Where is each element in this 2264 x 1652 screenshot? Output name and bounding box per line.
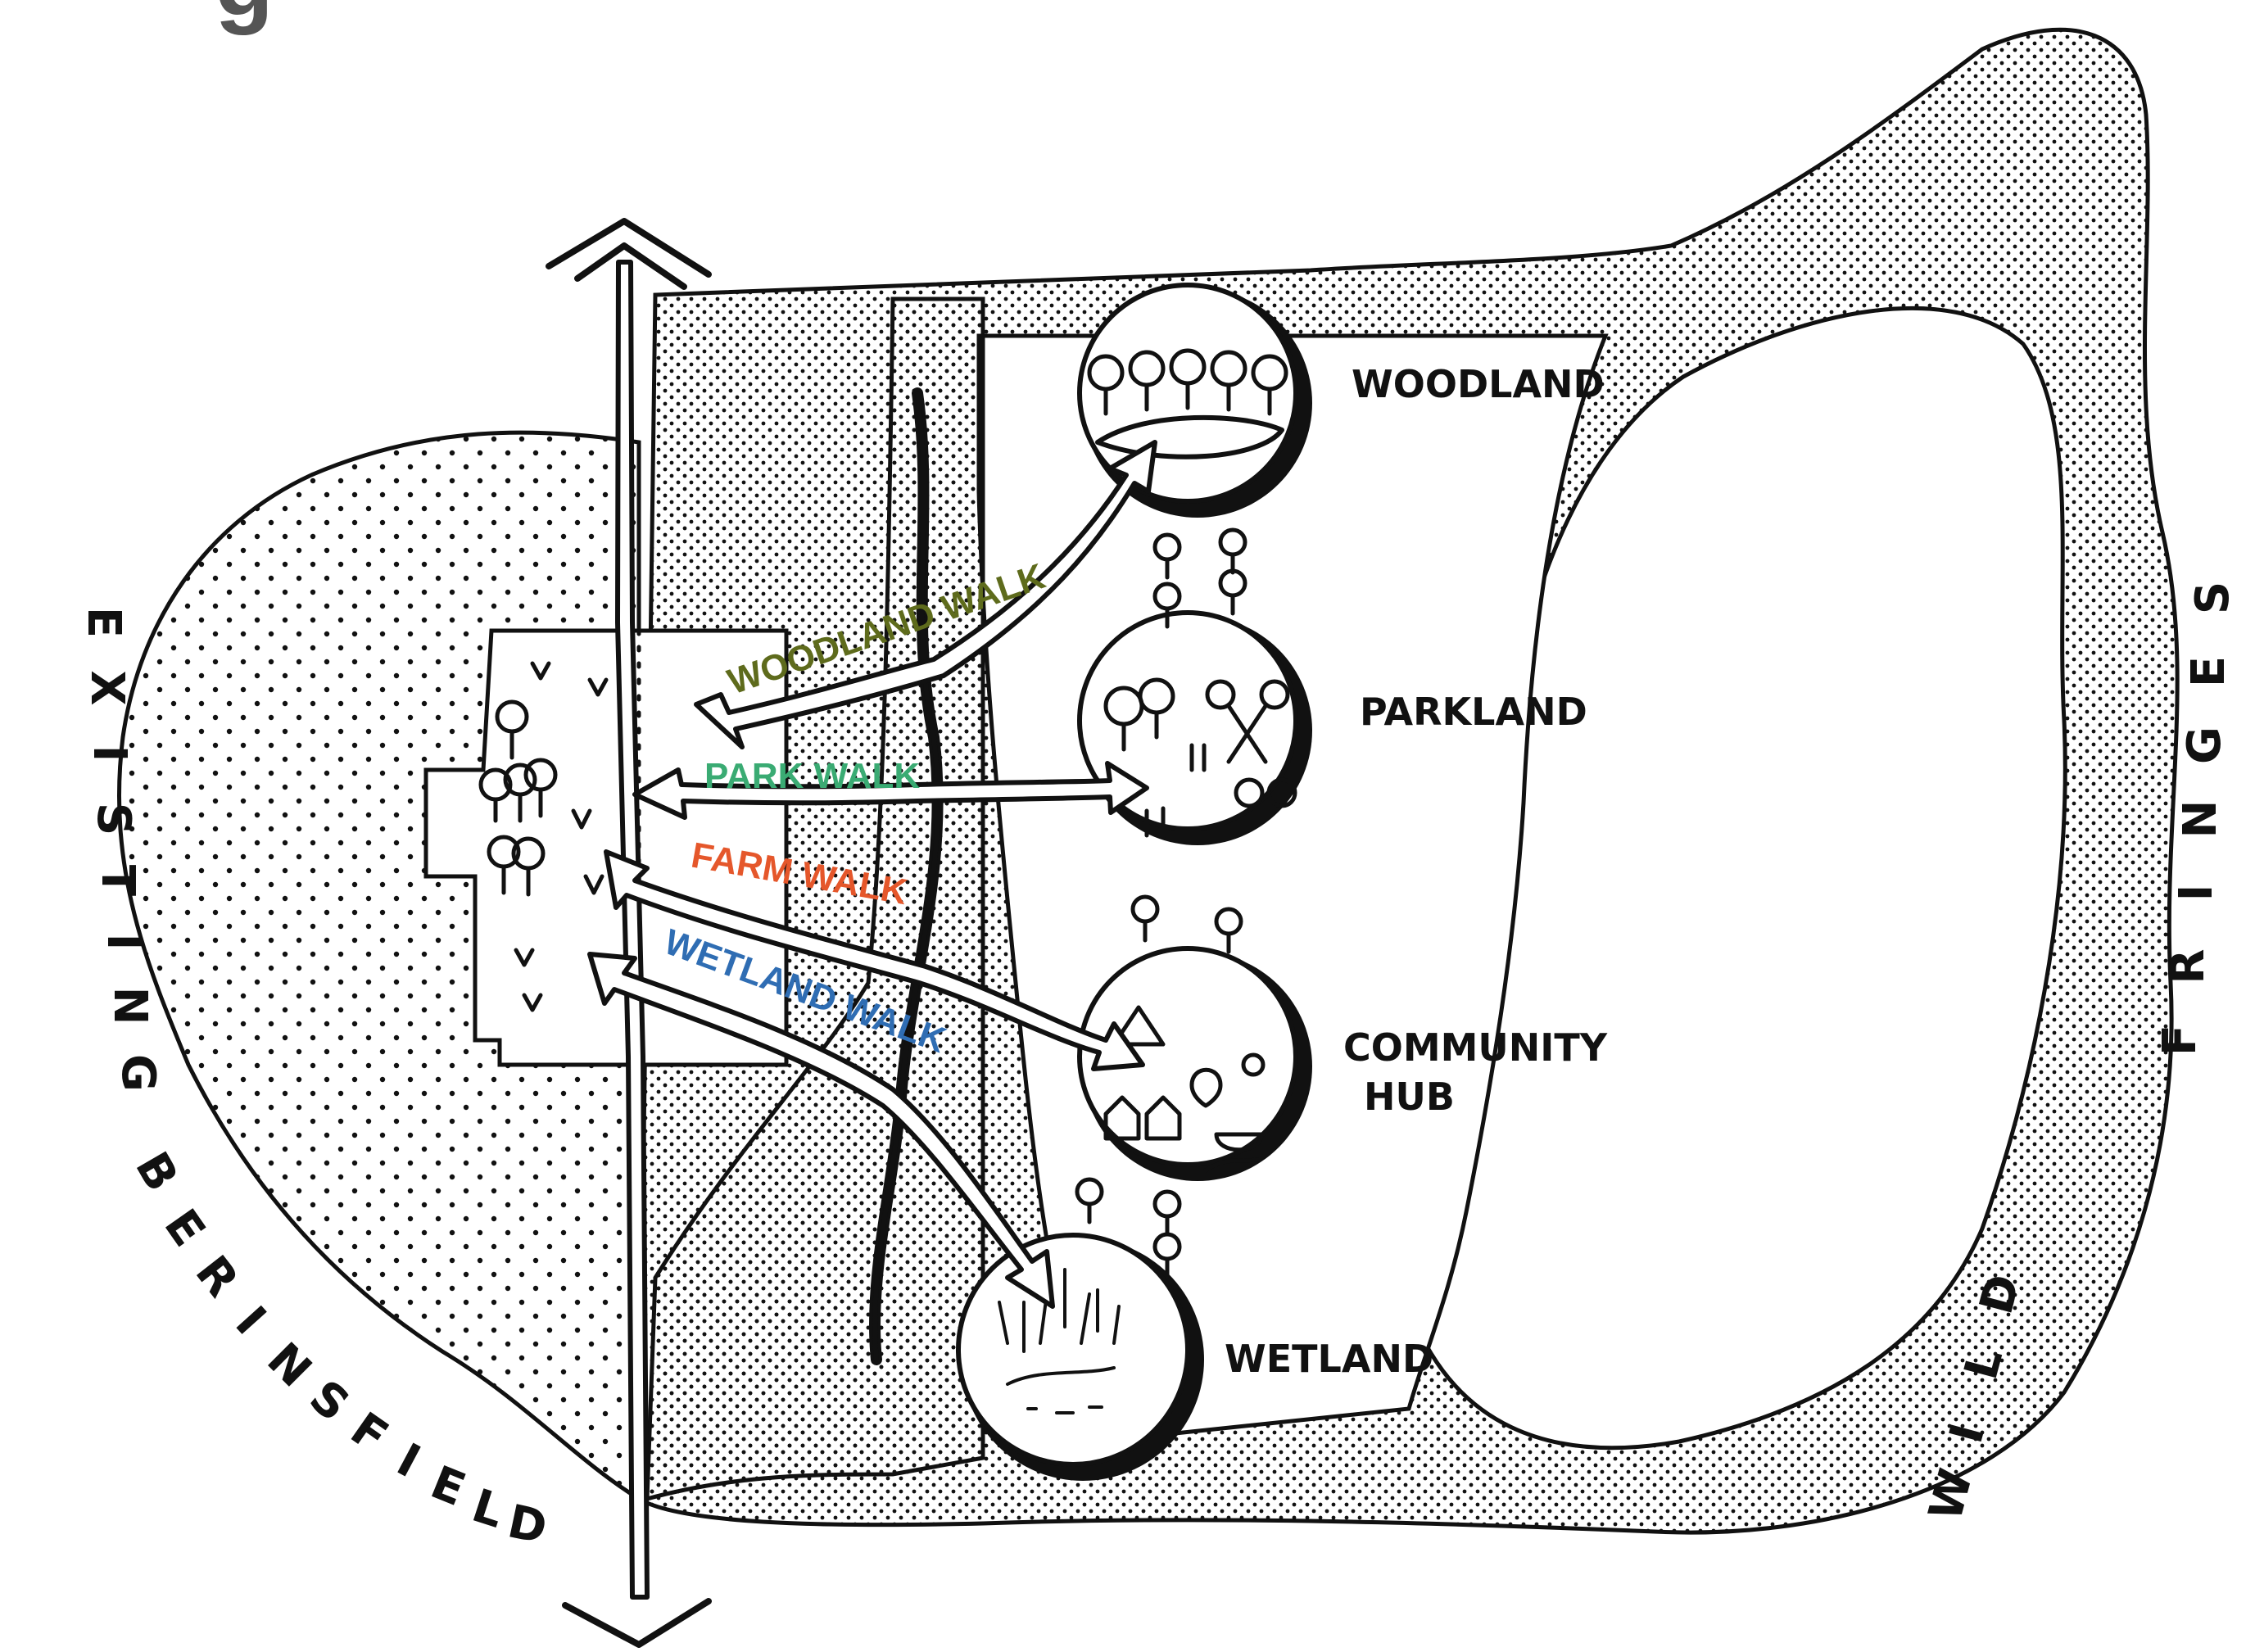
- fringes-letter-2: I: [2170, 885, 2223, 902]
- fringes-letter-1: R: [2162, 948, 2215, 984]
- park-walk-label: PARK WALK: [704, 756, 920, 796]
- existing-letter-3: S: [87, 803, 140, 835]
- existing-letter-4: T: [91, 865, 144, 896]
- berinsfield-letter-3: I: [225, 1297, 276, 1345]
- berinsfield-letter-4: N: [257, 1333, 322, 1397]
- community-hub-label-line1: COMMUNITY: [1343, 1025, 1608, 1070]
- fringes-letter-0: F: [2153, 1025, 2207, 1056]
- berinsfield-letter-5: S: [300, 1370, 360, 1432]
- berinsfield-letter-9: L: [466, 1479, 510, 1539]
- woodland-label: WOODLAND: [1352, 362, 1605, 406]
- existing-letter-5: I: [97, 934, 150, 951]
- berinsfield-letter-8: E: [423, 1456, 473, 1518]
- berinsfield-letter-10: D: [503, 1495, 551, 1555]
- berinsfield-letter-2: R: [185, 1247, 249, 1307]
- berinsfield-letter-7: I: [388, 1433, 428, 1488]
- fringes-letter-3: N: [2174, 800, 2227, 839]
- header-fragment: g: [215, 0, 274, 36]
- existing-letter-6: N: [103, 987, 156, 1025]
- existing-letter-7: G: [111, 1054, 165, 1092]
- berinsfield-letter-0: B: [125, 1143, 188, 1200]
- berinsfield-letter-1: E: [154, 1200, 215, 1256]
- existing-letter-1: X: [80, 670, 134, 705]
- berinsfield-letter-6: F: [341, 1402, 397, 1464]
- existing-letter-0: E: [77, 607, 130, 638]
- fringes-letter-6: S: [2186, 582, 2239, 614]
- existing-letter-2: I: [83, 745, 136, 763]
- fringes-letter-5: E: [2182, 656, 2235, 687]
- community-hub-label-line2: HUB: [1364, 1075, 1455, 1119]
- parkland-label: PARKLAND: [1360, 690, 1587, 734]
- fringes-letter-4: G: [2178, 726, 2231, 764]
- wetland-label: WETLAND: [1225, 1337, 1433, 1381]
